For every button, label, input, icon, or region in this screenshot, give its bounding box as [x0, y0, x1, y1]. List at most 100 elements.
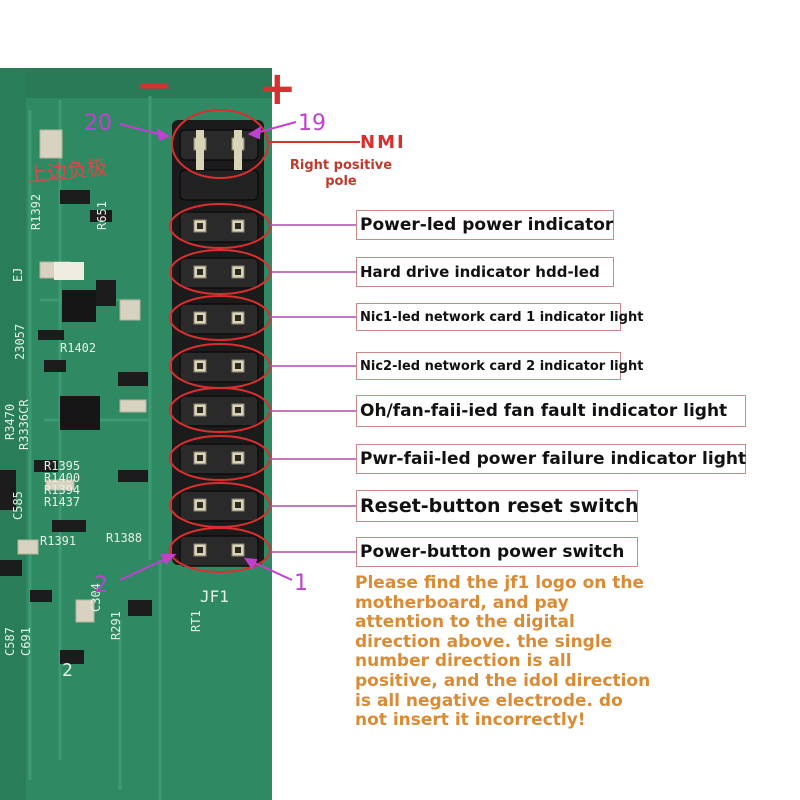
silkscreen-text: R1392	[29, 194, 43, 230]
silkscreen-text: JF1	[200, 587, 229, 606]
silkscreen-text: R1394	[44, 483, 80, 497]
pin-hole	[235, 547, 241, 553]
smd-component	[119, 399, 147, 413]
pin-hole	[197, 502, 203, 508]
smd-component	[54, 262, 84, 280]
pcb-shadow-band	[0, 68, 272, 98]
silkscreen-text: C304	[89, 583, 103, 612]
silkscreen-text: R1395	[44, 459, 80, 473]
highlight-ellipses	[169, 109, 271, 573]
pin-hole	[235, 363, 241, 369]
pin-hole	[197, 407, 203, 413]
smd-component	[118, 372, 148, 386]
silkscreen-text: R1402	[60, 341, 96, 355]
silkscreen-text: R291	[109, 611, 123, 640]
callout-label: Power-led power indicator	[356, 210, 614, 240]
silkscreen-text: 23057	[13, 324, 27, 360]
header-row	[179, 490, 259, 522]
highlight-ellipse	[171, 109, 269, 179]
smd-component	[38, 330, 64, 340]
highlight-ellipse	[169, 435, 271, 481]
header-row	[179, 303, 259, 335]
silkscreen-text: R1437	[44, 495, 80, 509]
silkscreen-text: R1391	[40, 534, 76, 548]
smd-component	[39, 129, 63, 159]
silkscreen-text: R651	[95, 201, 109, 230]
smd-component	[34, 460, 58, 472]
header-pin	[196, 130, 204, 170]
pin-arrows	[119, 121, 297, 581]
header-row	[179, 169, 259, 201]
silkscreen-text: EJ	[11, 268, 25, 282]
pcb-components	[0, 129, 152, 664]
smd-component	[45, 479, 75, 491]
positive-pole-note: Right positive pole	[289, 158, 393, 189]
header-row	[179, 129, 259, 161]
callout-label: Oh/fan-faii-ied fan fault indicator ligh…	[356, 395, 746, 427]
header-row	[179, 257, 259, 289]
smd-component	[96, 280, 116, 306]
pcb-left-edge	[0, 68, 26, 800]
header-row	[179, 395, 259, 427]
pin-hole	[197, 455, 203, 461]
highlight-ellipse	[169, 387, 271, 433]
silkscreen-text: 2	[62, 660, 73, 681]
smd-component	[60, 650, 84, 664]
header-pin	[234, 130, 242, 170]
highlight-ellipse	[169, 203, 271, 249]
pin-hole	[235, 455, 241, 461]
silkscreen-text: C691	[19, 627, 33, 656]
smd-component	[44, 360, 66, 372]
highlight-ellipse	[169, 295, 271, 341]
pin-hole	[197, 363, 203, 369]
silkscreen-text: R3336CR	[17, 399, 31, 450]
callout-label: Pwr-faii-led power failure indicator lig…	[356, 444, 746, 474]
silkscreen-text: C585	[11, 491, 25, 520]
smd-component	[52, 520, 86, 532]
plus-sign: +	[258, 61, 297, 115]
pin-hole	[197, 315, 203, 321]
pin-hole	[235, 407, 241, 413]
pin-number-1: 1	[294, 571, 308, 596]
pin-hole	[197, 223, 203, 229]
ic-chip	[62, 290, 96, 322]
pin-hole	[197, 269, 203, 275]
smd-component	[30, 590, 52, 602]
silkscreen-text: R1388	[106, 531, 142, 545]
silkscreen-text: RT1	[189, 610, 203, 632]
header-row	[179, 535, 259, 567]
callout-label: Hard drive indicator hdd-led	[356, 257, 614, 287]
smd-component	[0, 470, 16, 510]
pin-number-2: 2	[94, 573, 108, 598]
callout-label: Reset-button reset switch	[356, 490, 639, 522]
ic-chip	[60, 396, 100, 430]
minus-sign: −	[136, 60, 173, 111]
header-pins	[179, 129, 259, 567]
callout-lines	[270, 224, 356, 553]
header-row	[179, 443, 259, 475]
smd-component	[75, 599, 95, 623]
pin-hole	[235, 223, 241, 229]
nmi-label: NMI	[360, 132, 406, 153]
pin-hole	[235, 269, 241, 275]
pin-number-19: 19	[298, 111, 326, 136]
silkscreen-text: R1400	[44, 471, 80, 485]
callout-label: Nic2-led network card 2 indicator light	[356, 352, 643, 380]
smd-component	[0, 560, 22, 576]
installation-note: Please find the jf1 logo on the motherbo…	[355, 573, 651, 731]
pin-number-20: 20	[84, 111, 112, 136]
callout-label: Nic1-led network card 1 indicator light	[356, 303, 643, 331]
silkscreen-text: R3470	[3, 404, 17, 440]
callout-label: Power-button power switch	[356, 537, 638, 567]
smd-component	[60, 190, 90, 204]
pin-hole	[235, 315, 241, 321]
smd-component	[118, 470, 148, 482]
smd-component	[17, 539, 39, 555]
header-row	[179, 351, 259, 383]
smd-component	[119, 299, 141, 321]
pin-hole	[197, 547, 203, 553]
highlight-ellipse	[169, 527, 271, 573]
pin-hole	[235, 502, 241, 508]
